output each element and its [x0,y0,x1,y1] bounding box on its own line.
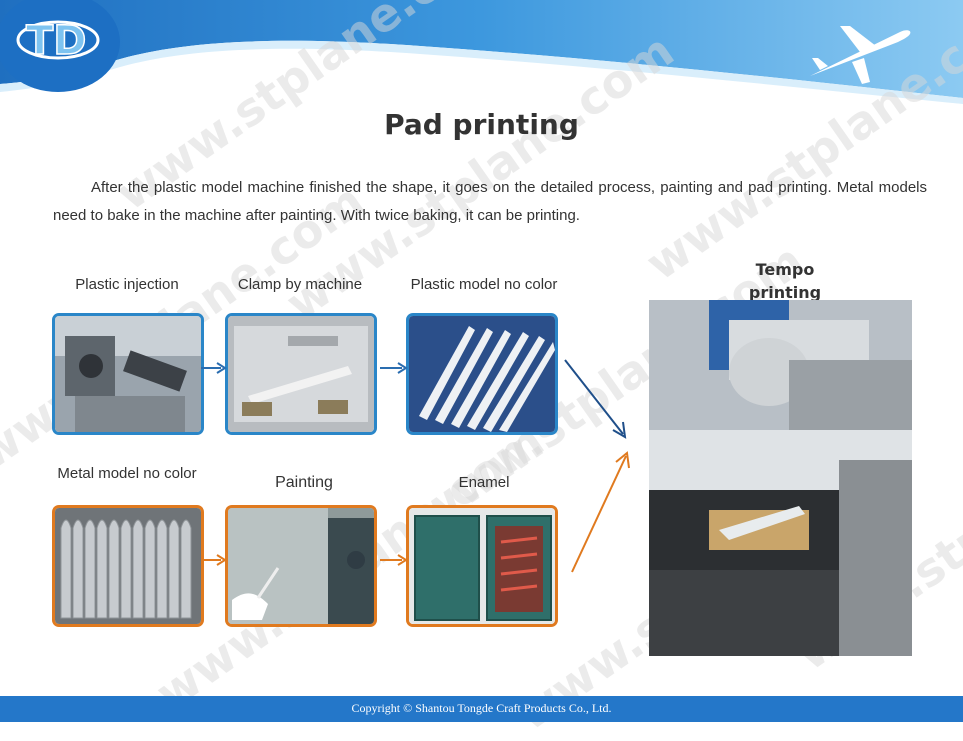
intro-paragraph: After the plastic model machine finished… [53,179,927,224]
caption-clamp-by-machine: Clamp by machine [237,276,363,293]
arrow-diagonal-up-icon [571,451,630,573]
arrow-right-icon [201,554,227,566]
caption-enamel: Enamel [458,474,510,491]
header-swoosh [0,0,963,104]
photo-enamel [406,505,558,627]
caption-plastic-injection: Plastic injection [75,276,179,293]
airplane-icon [800,18,920,88]
header-banner: TD [0,0,963,110]
photo-clamp-by-machine [225,313,377,435]
photo-plastic-model-no-color [406,313,558,435]
footer-copyright: Copyright © Shantou Tongde Craft Product… [351,701,612,715]
td-logo: TD [12,8,112,70]
logo-text: TD [26,18,87,64]
page-title: Pad printing [384,108,579,141]
footer-bar: Copyright © Shantou Tongde Craft Product… [0,696,963,722]
photo-tempo-printing [649,300,912,656]
arrow-right-icon [380,554,408,566]
photo-painting [225,505,377,627]
arrow-right-icon [380,362,408,374]
photo-metal-model-no-color [52,505,204,627]
tempo-line-1: Tempo [755,260,815,279]
photo-plastic-injection [52,313,204,435]
caption-painting: Painting [275,474,333,491]
caption-plastic-model-no-color: Plastic model no color [410,276,558,293]
tempo-line-2: printing [748,283,822,302]
arrow-right-icon [201,362,227,374]
caption-metal-model-no-color: Metal model no color [57,465,197,482]
arrow-diagonal-down-icon [564,359,627,439]
caption-tempo-printing: Tempo printing [730,258,840,304]
